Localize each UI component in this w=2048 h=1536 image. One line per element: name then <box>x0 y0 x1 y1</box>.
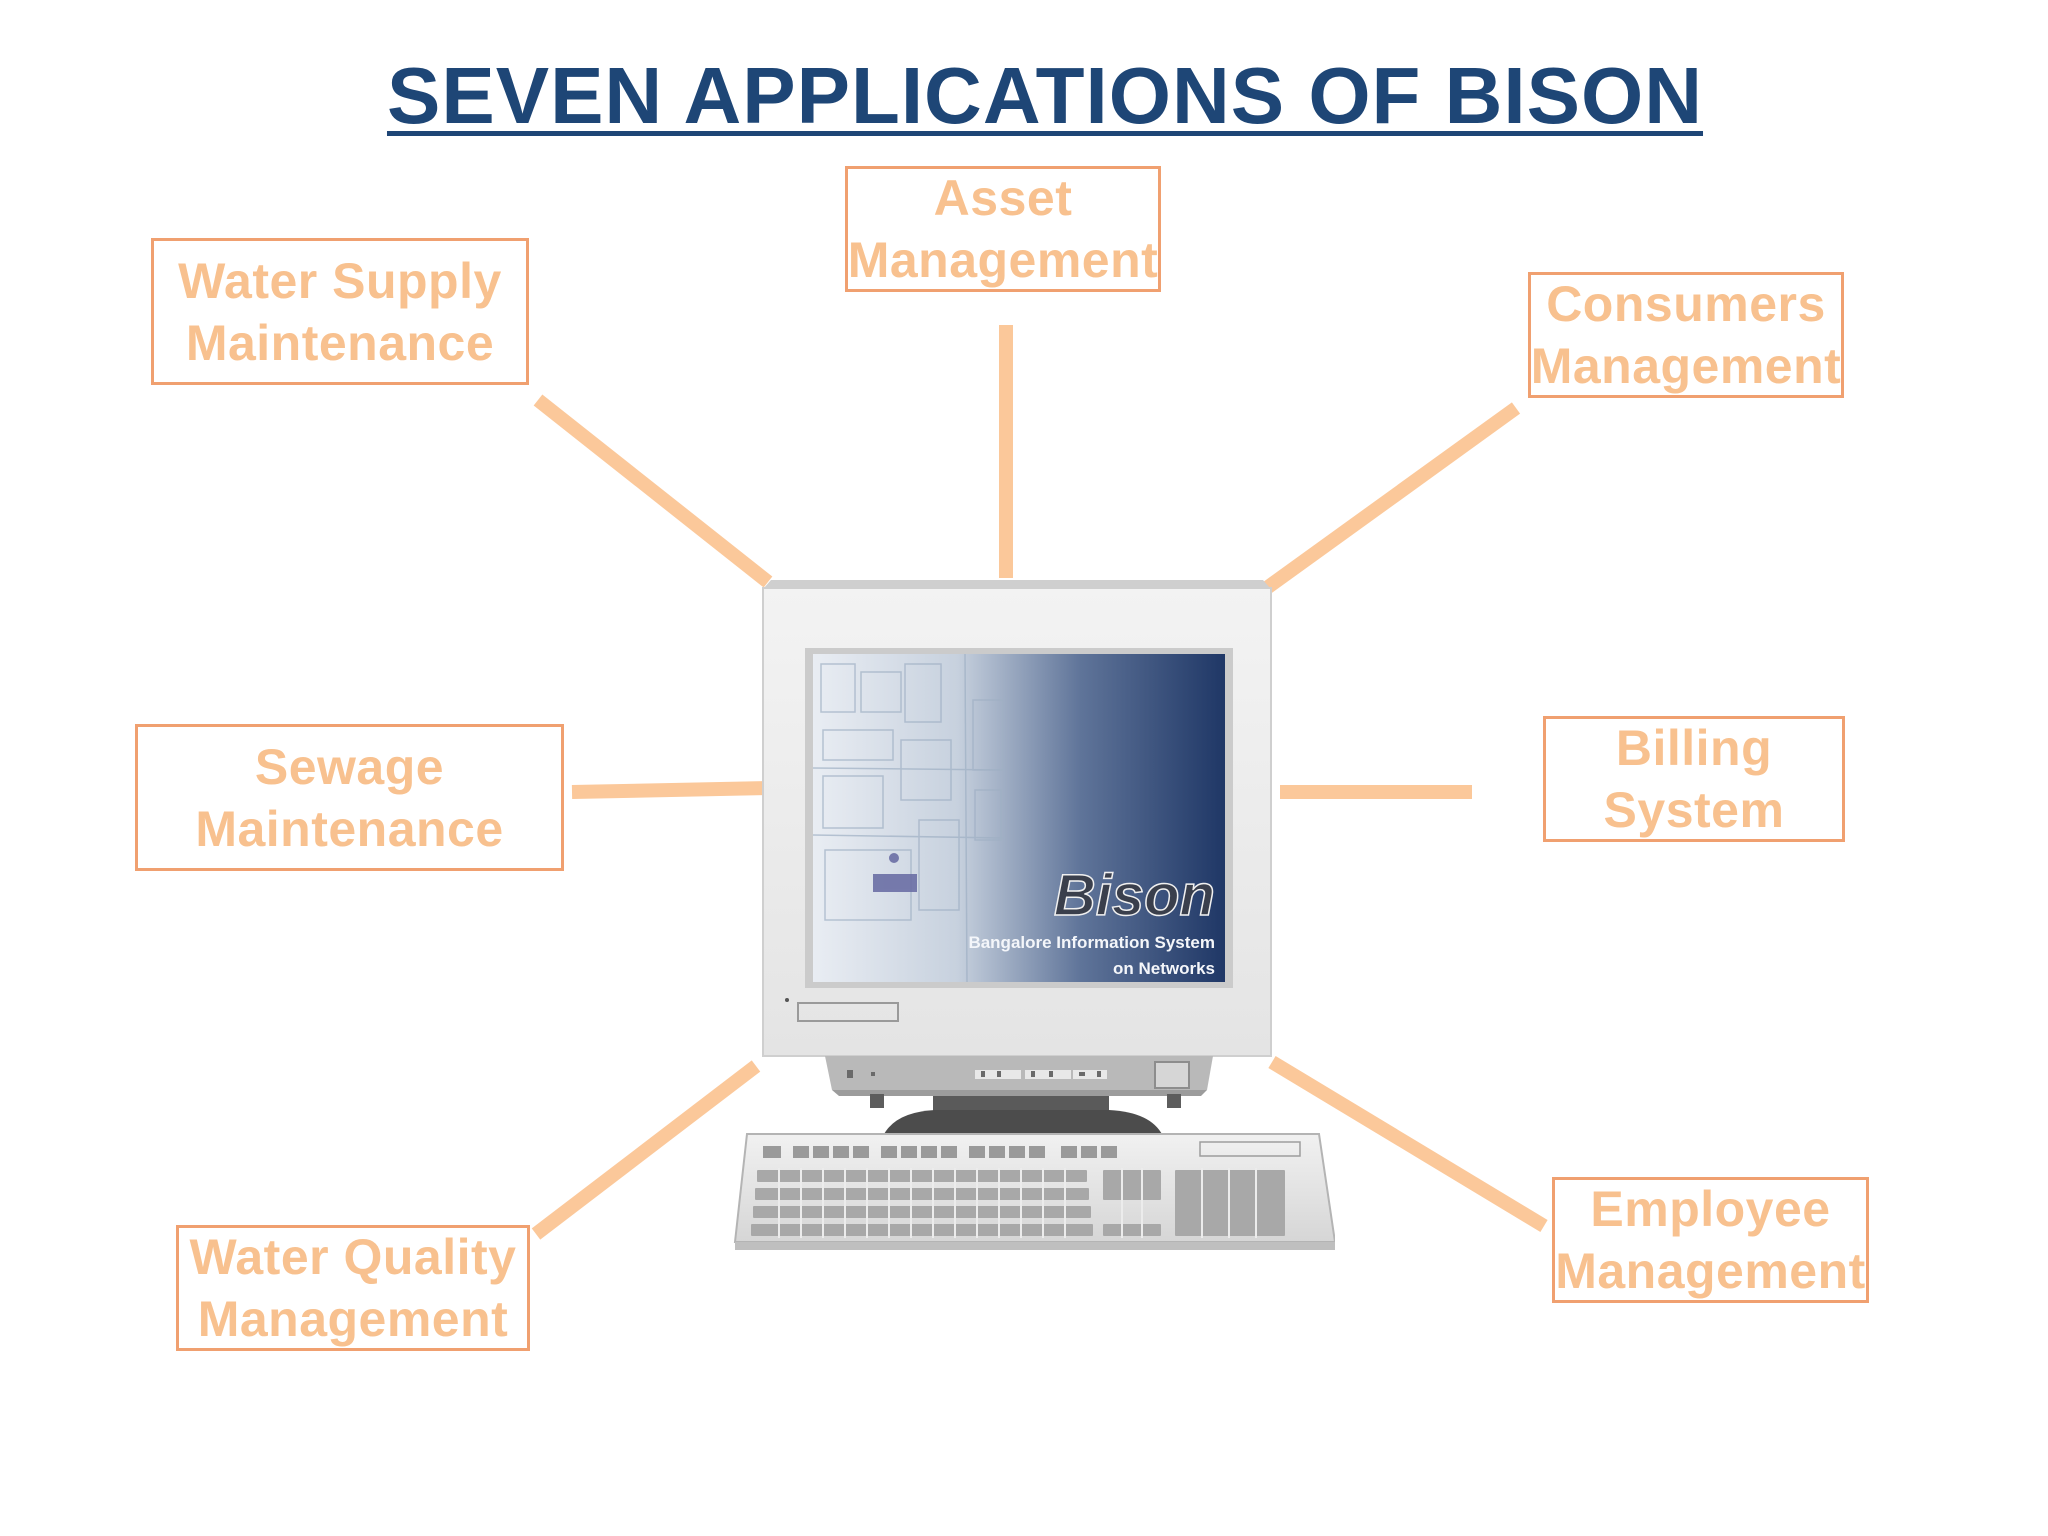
keyboard <box>733 1133 1335 1250</box>
connector-water-quality-management <box>531 1060 761 1240</box>
connector-water-supply-maintenance <box>533 394 773 588</box>
screen-subtitle-line1: Bangalore Information System <box>968 933 1215 952</box>
app-box-asset-management[interactable]: Asset Management <box>845 166 1161 292</box>
app-box-billing-system[interactable]: Billing System <box>1543 716 1845 842</box>
app-box-employee-management[interactable]: Employee Management <box>1552 1177 1869 1303</box>
computer-illustration: Bison Bangalore Information System on Ne… <box>733 580 1335 1250</box>
app-box-sewage-maintenance[interactable]: Sewage Maintenance <box>135 724 564 871</box>
screen-subtitle-line2: on Networks <box>1113 959 1215 978</box>
page-title: SEVEN APPLICATIONS OF BISON <box>386 51 1704 140</box>
monitor-stand <box>883 1096 1163 1136</box>
app-box-consumers-management[interactable]: Consumers Management <box>1528 272 1844 398</box>
app-box-water-supply-maintenance[interactable]: Water Supply Maintenance <box>151 238 529 385</box>
screen-logo: Bison <box>1054 863 1215 928</box>
connector-consumers-management <box>1259 402 1521 596</box>
app-box-water-quality-management[interactable]: Water Quality Management <box>176 1225 530 1351</box>
monitor-screen <box>813 654 1225 982</box>
connector-sewage-maintenance <box>571 781 769 799</box>
connector-employee-management <box>1268 1056 1548 1232</box>
monitor: Bison Bangalore Information System on Ne… <box>762 580 1272 1108</box>
